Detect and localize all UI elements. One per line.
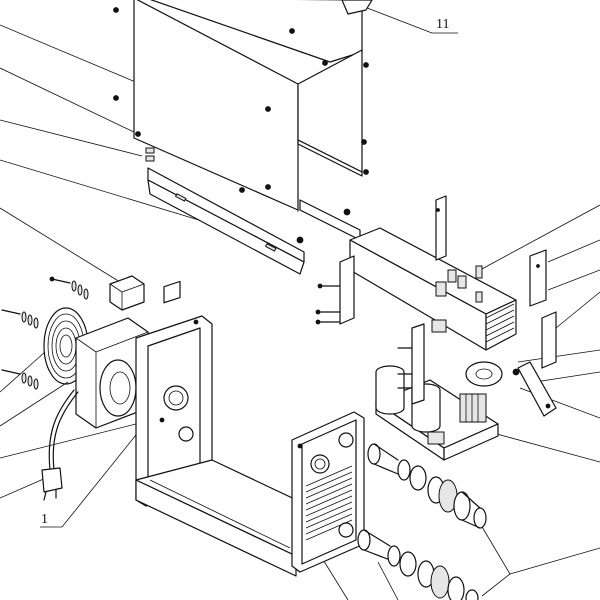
part-11-plate xyxy=(341,0,373,15)
output-terminal-upper xyxy=(367,443,487,529)
leader-lines xyxy=(0,5,600,600)
callout-label-1: 1 xyxy=(41,512,48,527)
relay-block xyxy=(109,275,145,311)
front-panel xyxy=(135,280,213,507)
power-cord xyxy=(41,389,79,501)
pcb-bracket xyxy=(315,255,355,325)
left-fasteners xyxy=(1,276,89,390)
top-cover xyxy=(113,0,369,212)
side-bracket xyxy=(512,311,557,417)
main-pcb xyxy=(375,323,503,461)
cooling-fan xyxy=(75,317,149,429)
output-terminal-lower xyxy=(357,529,479,600)
rear-panel xyxy=(291,411,365,573)
callout-label-11: 11 xyxy=(436,17,449,32)
mounting-rail xyxy=(147,167,361,275)
